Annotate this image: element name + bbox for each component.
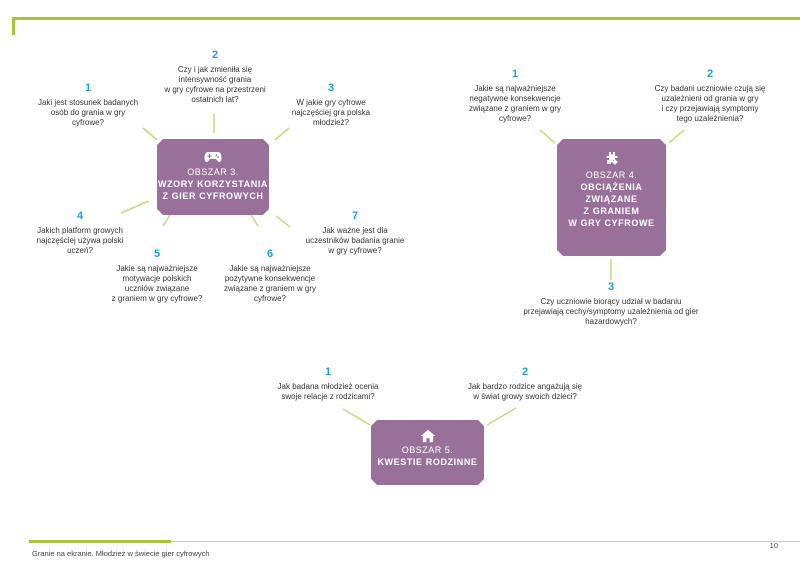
question-3-5: 5 Jakie są najważniejsze motywacje polsk…: [104, 248, 210, 304]
question-number: 3: [327, 82, 335, 94]
question-4-2: 2 Czy badani uczniowie czują się uzależn…: [640, 68, 780, 124]
top-rule-corner: [12, 17, 15, 35]
area-4-title-line-3: Z GRANIEM: [583, 206, 640, 216]
question-number: 4: [76, 210, 84, 222]
question-number: 2: [211, 49, 219, 61]
question-number: 7: [351, 210, 359, 222]
gamepad-icon: [204, 151, 222, 163]
page-number: 10: [769, 541, 778, 550]
top-rule: [12, 17, 800, 20]
area-4-title-line-2: ZWIĄZANE: [585, 194, 638, 204]
area-5-title: KWESTIE RODZINNE: [377, 457, 478, 467]
question-number: 5: [153, 248, 161, 260]
footer-rule: [29, 541, 800, 542]
question-5-1: 1 Jak badana młodzież ocenia swoje relac…: [266, 366, 390, 402]
puzzle-icon: [604, 151, 620, 167]
question-3-4: 4 Jakich platform growych najczęściej uż…: [26, 210, 134, 256]
connector-3-3: [274, 127, 290, 141]
question-3-3: 3 W jakie gry cyfrowe najczęściej gra po…: [278, 82, 384, 128]
area-5-box: OBSZAR 5. KWESTIE RODZINNE: [371, 420, 484, 485]
connector-5-1: [342, 408, 371, 426]
footer-title: Granie na ekranie. Młodzież w świecie gi…: [32, 549, 210, 558]
connector-4-2: [668, 129, 685, 144]
question-number: 3: [607, 281, 615, 293]
question-number: 2: [521, 366, 529, 378]
area-4-title-line-4: W GRY CYFROWE: [568, 218, 655, 228]
connector-3-5: [162, 214, 171, 227]
area-3-label: OBSZAR 3.: [187, 167, 239, 177]
question-4-1: 1 Jakie są najważniejsze negatywne konse…: [460, 68, 570, 124]
connector-3-7: [275, 215, 291, 228]
question-number: 6: [266, 248, 274, 260]
area-4-box: OBSZAR 4. OBCIĄŻENIA ZWIĄZANE Z GRANIEM …: [557, 139, 666, 256]
question-number: 1: [324, 366, 332, 378]
area-5-label: OBSZAR 5.: [401, 445, 454, 455]
area-3-title-line-1: WZORY KORZYSTANIA: [157, 179, 269, 189]
question-number: 2: [706, 68, 714, 80]
connector-3-1: [142, 127, 158, 141]
question-3-7: 7 Jak ważne jest dla uczestników badania…: [296, 210, 414, 256]
question-number: 1: [511, 68, 519, 80]
connector-4-1: [539, 129, 556, 144]
question-4-3: 3 Czy uczniowie biorący udział w badaniu…: [496, 281, 726, 327]
footer-rule-accent: [29, 540, 171, 543]
question-3-6: 6 Jakie są najważniejsze pozytywne konse…: [214, 248, 326, 304]
question-5-2: 2 Jak bardzo rodzice angażują się w świa…: [458, 366, 592, 402]
connector-5-2: [486, 407, 517, 426]
question-number: 1: [84, 82, 92, 94]
connector-3-4: [120, 200, 150, 214]
house-icon: [420, 429, 436, 443]
area-3-box: OBSZAR 3. WZORY KORZYSTANIA Z GIER CYFRO…: [157, 139, 269, 215]
area-4-label: OBSZAR 4.: [585, 170, 638, 180]
question-3-1: 1 Jaki jest stosunek badanych osób do gr…: [28, 82, 148, 128]
area-3-title-line-2: Z GIER CYFROWYCH: [162, 191, 264, 201]
connector-3-6: [250, 214, 259, 227]
question-3-2: 2 Czy i jak zmieniła się intensywność gr…: [150, 49, 280, 105]
area-4-title-line-1: OBCIĄŻENIA: [580, 182, 643, 192]
